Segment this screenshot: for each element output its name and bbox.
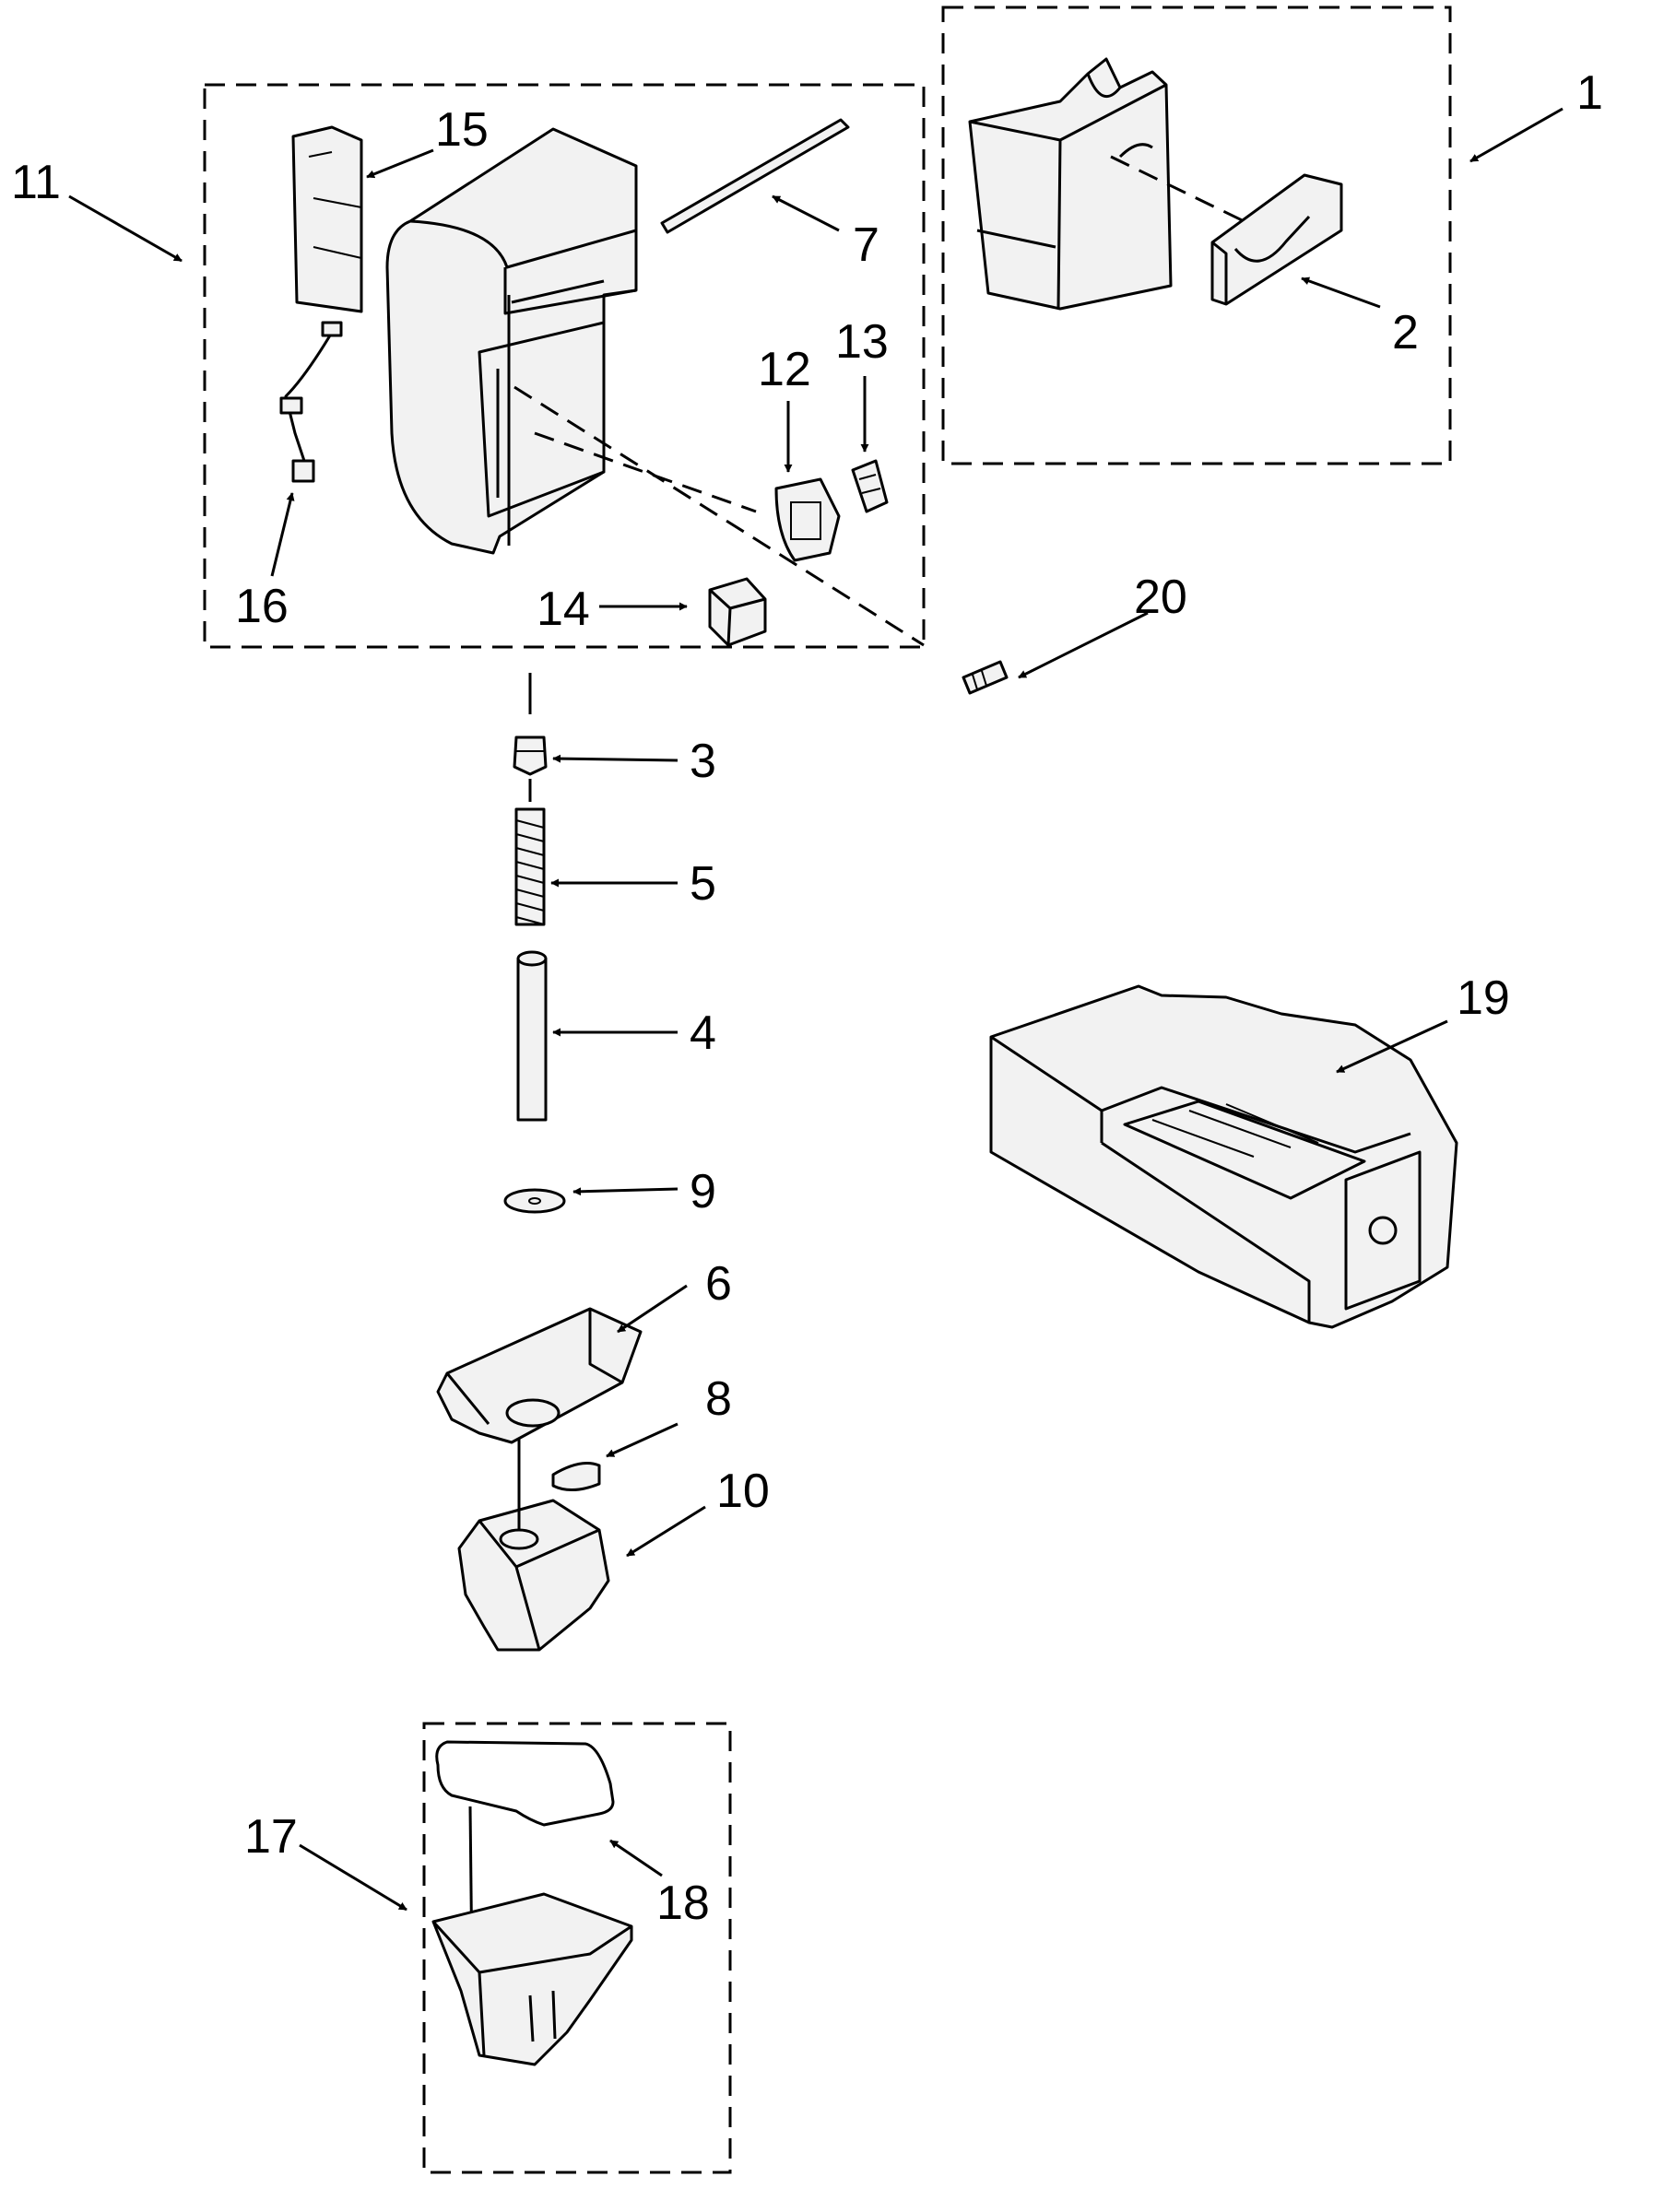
group-box-dispenser-housing [203,83,926,649]
label-part-15: 15 [435,103,489,157]
label-part-6: 6 [705,1257,732,1311]
part-bracket [436,1307,643,1444]
part-gasket [435,1740,615,1827]
part-upper-panel [291,125,363,313]
label-part-11: 11 [11,156,61,209]
label-part-9: 9 [690,1165,716,1218]
part-rod [660,118,850,234]
label-part-10: 10 [716,1465,770,1518]
part-switch-plate [774,477,841,562]
part-ice-maker [989,984,1458,1329]
part-bucket-trim [1210,173,1343,306]
part-washer [503,1188,566,1214]
label-part-16: 16 [235,580,289,633]
group-box-auger-housing [422,1722,732,2174]
label-part-18: 18 [656,1877,710,1930]
part-dispenser-housing [385,127,638,555]
part-microswitch [851,459,889,513]
part-tube [516,950,548,1122]
label-part-13: 13 [835,315,889,369]
leader-arrows [68,107,1564,1912]
label-part-2: 2 [1392,306,1419,359]
label-part-20: 20 [1134,571,1187,624]
label-part-14: 14 [537,582,590,636]
part-screw [962,660,1009,695]
assembly-line-housing-switch [534,431,757,513]
part-auger-housing [431,1892,633,2066]
part-spring [514,807,546,926]
label-part-17: 17 [244,1810,298,1864]
label-part-4: 4 [690,1006,716,1060]
label-part-7: 7 [853,218,879,272]
label-part-8: 8 [705,1372,732,1426]
label-part-3: 3 [690,735,716,788]
label-part-5: 5 [690,857,716,911]
part-motor [457,1438,610,1652]
part-nut [513,735,548,776]
part-ice-bucket [968,57,1173,311]
label-part-19: 19 [1457,971,1510,1025]
label-part-12: 12 [758,343,811,396]
assembly-line-1-2 [1110,155,1264,232]
label-part-1: 1 [1576,66,1603,120]
assembly-line-housing-screw [513,385,925,647]
group-box-ice-bucket [941,6,1452,465]
part-wire-harness [279,321,343,483]
part-coupler [551,1462,601,1491]
part-relay [708,577,767,647]
